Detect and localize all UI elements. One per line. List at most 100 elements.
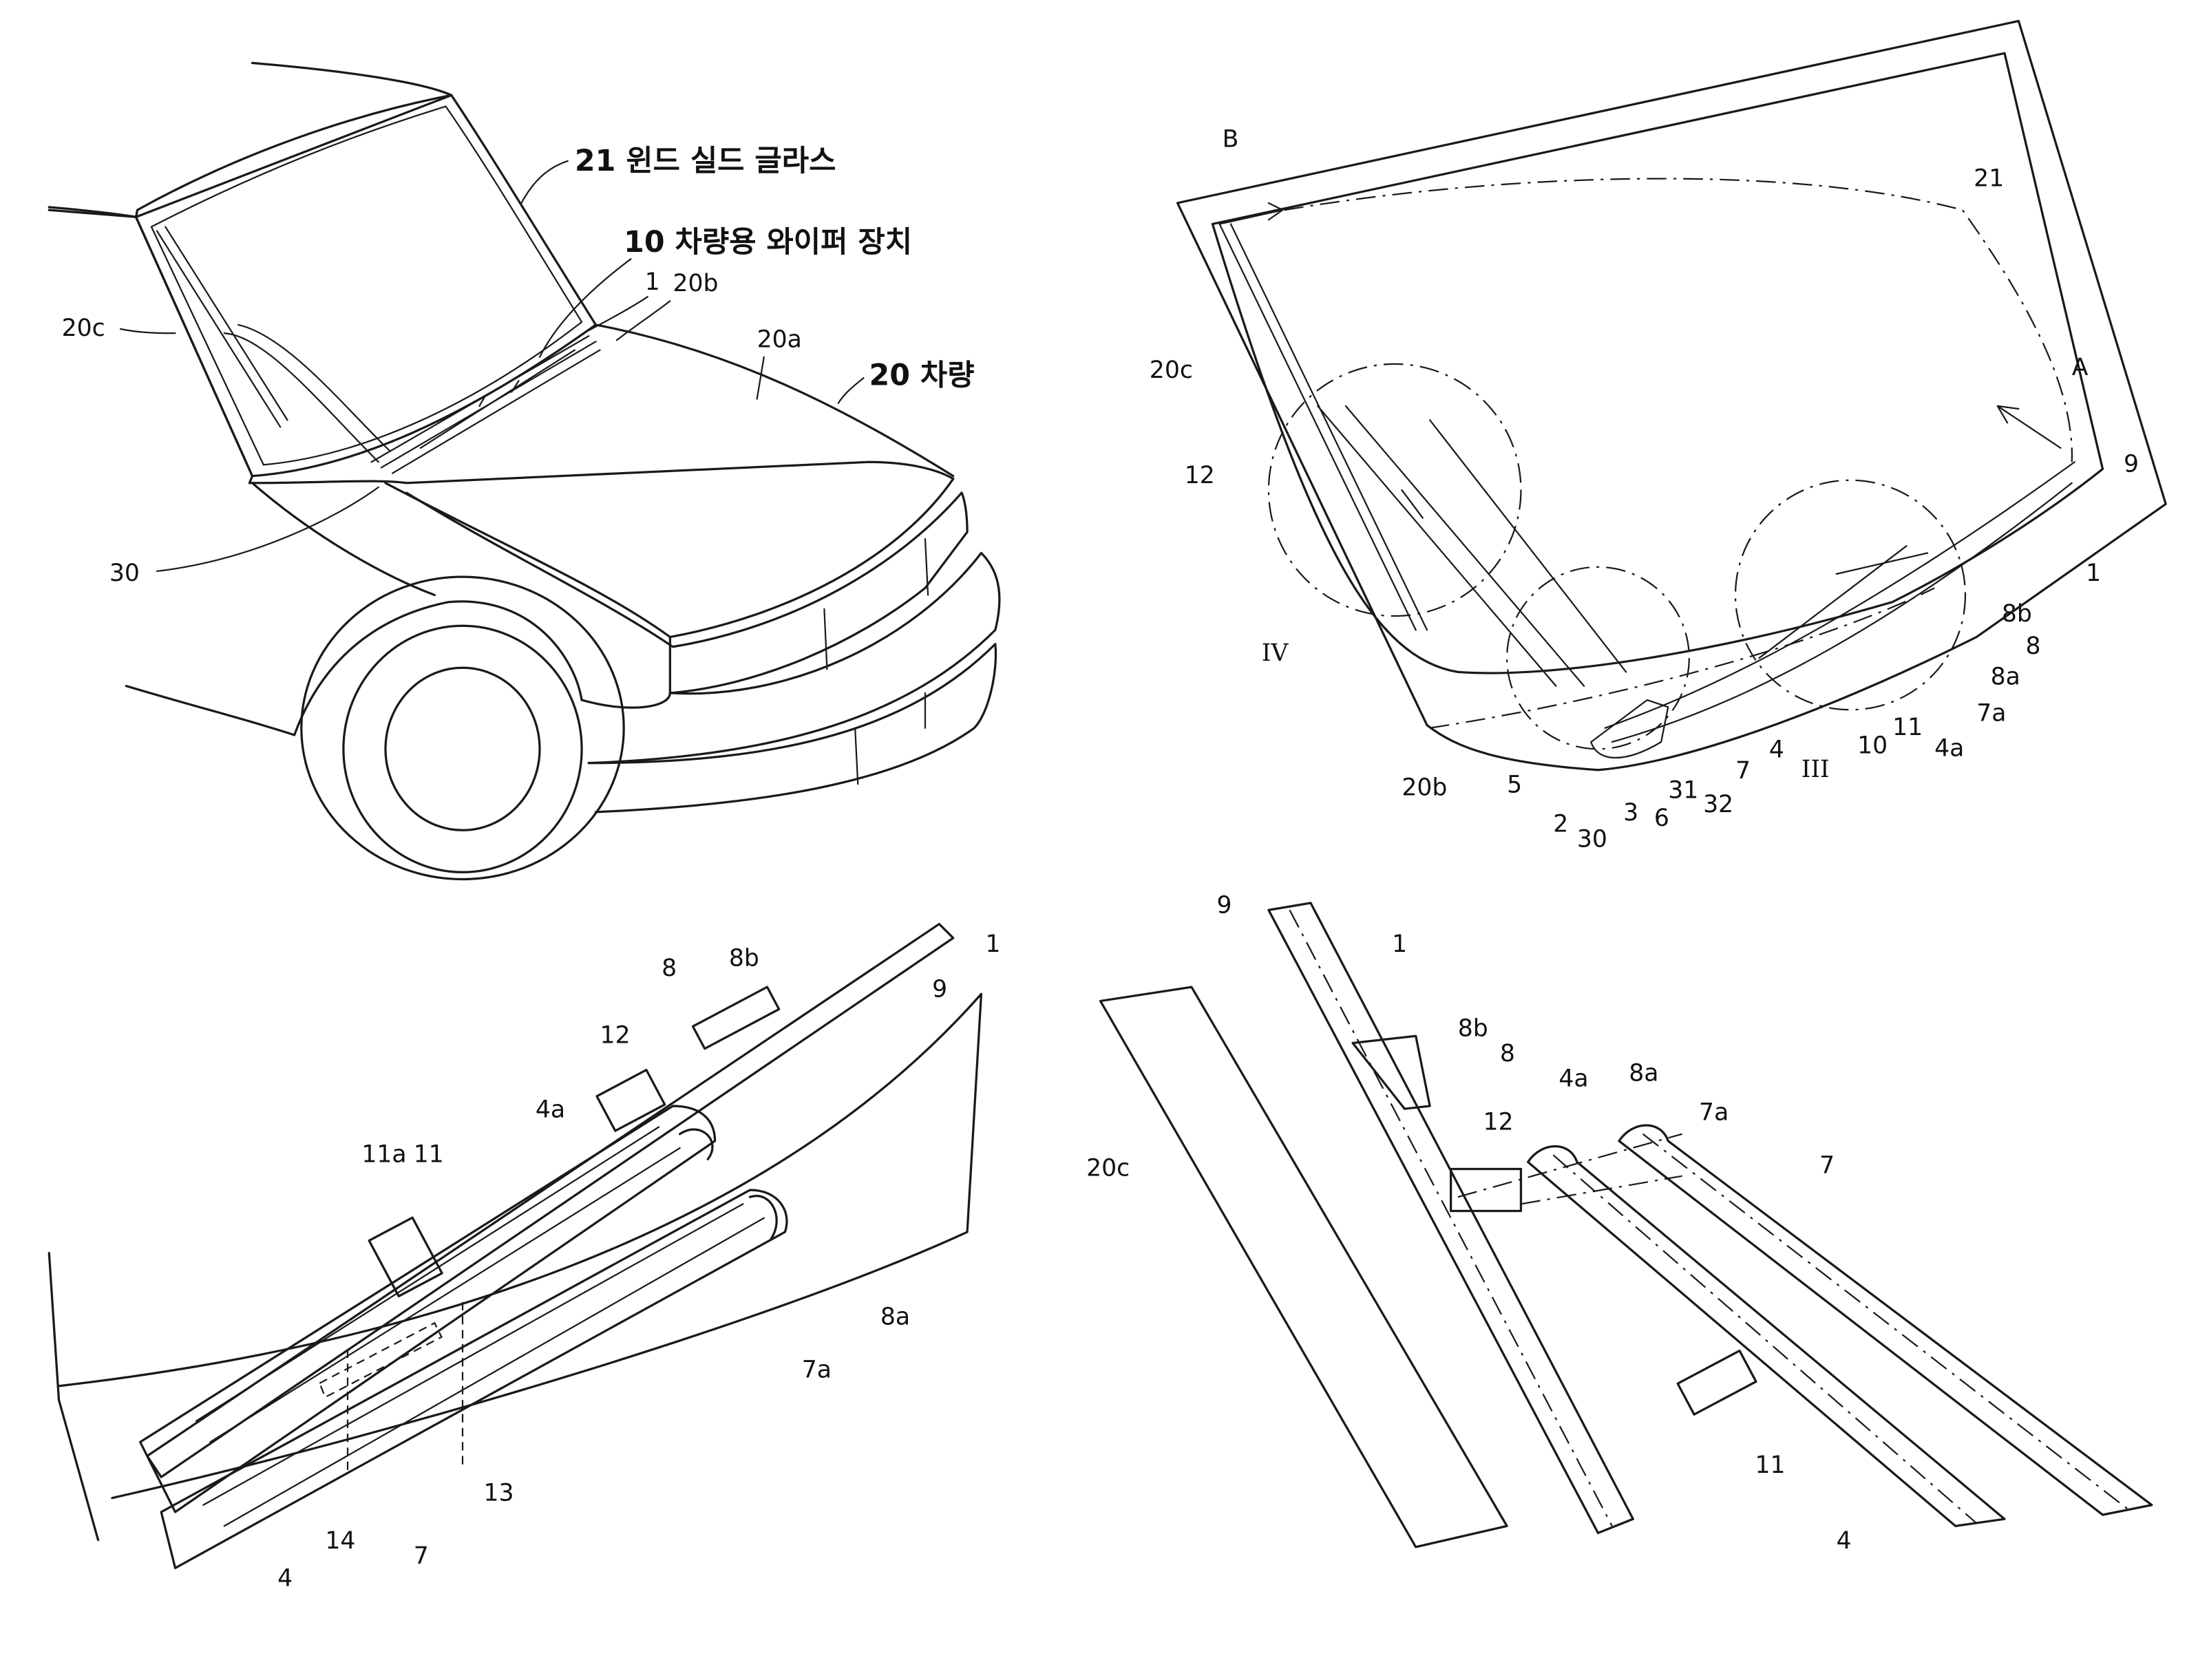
arm-1 [146,922,955,1478]
figure-2-windshield-view: B A 21 20c 12 IV III 20b 9 1 8b 8 8a 7a … [1150,19,2167,853]
label-4-20c: 20c [1086,1155,1130,1182]
label-30: 30 [1577,826,1607,853]
figure-4-detail-view: 9 1 8b 8 12 4a 8a 7a 7 20c 11 4 [1086,891,2153,1555]
label-3-12: 12 [600,1021,631,1049]
headlight-divider [823,538,929,670]
label-3-8a: 8a [880,1303,910,1330]
leader-cowl [615,300,671,341]
label-arm: 1 [645,268,660,296]
label-4-7: 7 [1819,1152,1835,1180]
label-windshield-glass: 21 윈드 실드 글라스 [575,144,836,178]
label-2: 2 [1553,810,1568,838]
label-4: 4 [1769,736,1784,764]
label-pillar: 20c [62,315,105,342]
label-4-8a: 8a [1629,1059,1658,1087]
blade-outer [139,1105,717,1513]
wipe-inner-arc [1429,587,1935,729]
label-4-4a: 4a [1558,1065,1588,1093]
label-3-13: 13 [484,1480,514,1507]
label-cowl-20b: 20b [1402,774,1447,801]
label-glass-21: 21 [1974,165,2004,193]
lower-wiper-blade [419,349,576,449]
label-4-8: 8 [1500,1040,1515,1067]
hood-rear-edge [594,323,955,478]
front-bumper [580,551,1001,765]
lower-bumper [587,643,997,814]
leader-glass [520,160,569,204]
arrow-B [1218,202,1284,225]
label-3-1: 1 [986,931,1001,958]
detail-circle-IV [1267,363,1522,617]
front-tire [342,624,583,873]
roof-line [251,61,453,96]
label-4-8b: 8b [1458,1014,1488,1042]
pillar-strip-20c [1099,986,1508,1549]
leader-pillar [120,328,176,334]
hood-front [384,478,955,639]
label-blade-12: 12 [1185,462,1215,489]
label-9: 9 [2124,451,2139,478]
label-A: A [2072,354,2089,381]
label-3-4: 4 [277,1565,293,1593]
label-3-9: 9 [932,975,947,1003]
linkage-8a [1457,1133,1682,1205]
label-31: 31 [1668,776,1698,804]
headlight [668,491,969,694]
label-circle-IV: IV [1262,639,1289,667]
pivot-body [1590,699,1669,759]
leader-vehicle [837,377,865,404]
label-4-11: 11 [1755,1452,1786,1479]
label-3-14: 14 [325,1527,355,1555]
figure-3-detail-view: 1 9 8b 8 12 4a 11a 11 8a 7a 13 14 7 4 [47,922,1001,1593]
hidden-part-14 [318,1321,443,1399]
label-3-4a: 4a [536,1096,565,1123]
label-11: 11 [1892,714,1923,741]
label-B: B [1223,126,1239,153]
clip-11 [368,1216,443,1298]
bracket-4-8b [1351,1034,1431,1110]
pivot-cap-4a [679,1128,714,1160]
label-8b: 8b [2002,600,2032,628]
hood-front-inner [405,491,963,648]
label-1: 1 [2086,560,2101,587]
lower-wiper [1604,461,2075,743]
blade-lower [160,1189,788,1569]
label-vehicle: 20 차량 [869,358,975,392]
arm-inner-lines [195,1126,765,1527]
detail-circle-center [1505,566,1690,750]
windshield-outer [134,94,598,478]
label-3-7a: 7a [802,1357,832,1384]
label-32: 32 [1703,791,1733,818]
detail-circle-III [1734,479,1967,711]
roof-edge [47,94,453,218]
label-cowl: 20b [673,270,718,297]
label-circle-III: III [1801,756,1830,783]
label-pivot: 30 [109,560,140,587]
leader-wiper [538,258,632,358]
leader-arm [588,296,648,332]
arrow-A [1996,405,2062,449]
label-4-7a: 7a [1699,1098,1729,1126]
label-3-8b: 8b [729,945,759,972]
clip-4-11 [1676,1349,1757,1416]
leader-hood [756,356,765,400]
label-hood: 20a [757,326,802,353]
bracket-4-12 [1449,1167,1523,1213]
bumper-seams [854,692,927,785]
label-3-8: 8 [662,955,677,982]
label-4-12: 12 [1483,1109,1513,1136]
left-wiper-arm [223,323,391,463]
a-pillar [47,209,254,485]
leader-pivot [156,486,379,573]
hood-top [248,460,955,485]
label-3-11: 11 [414,1140,444,1168]
windshield-inner-frame [1211,52,2104,674]
arm-strip-1 [1267,902,1634,1535]
pivot-cap-7a [748,1195,778,1240]
label-10: 10 [1857,732,1888,759]
wipe-arc [1212,178,2073,462]
arm-centerline [1289,909,1613,1527]
label-3-11a: 11a [361,1140,406,1168]
label-4-1: 1 [1392,931,1407,958]
